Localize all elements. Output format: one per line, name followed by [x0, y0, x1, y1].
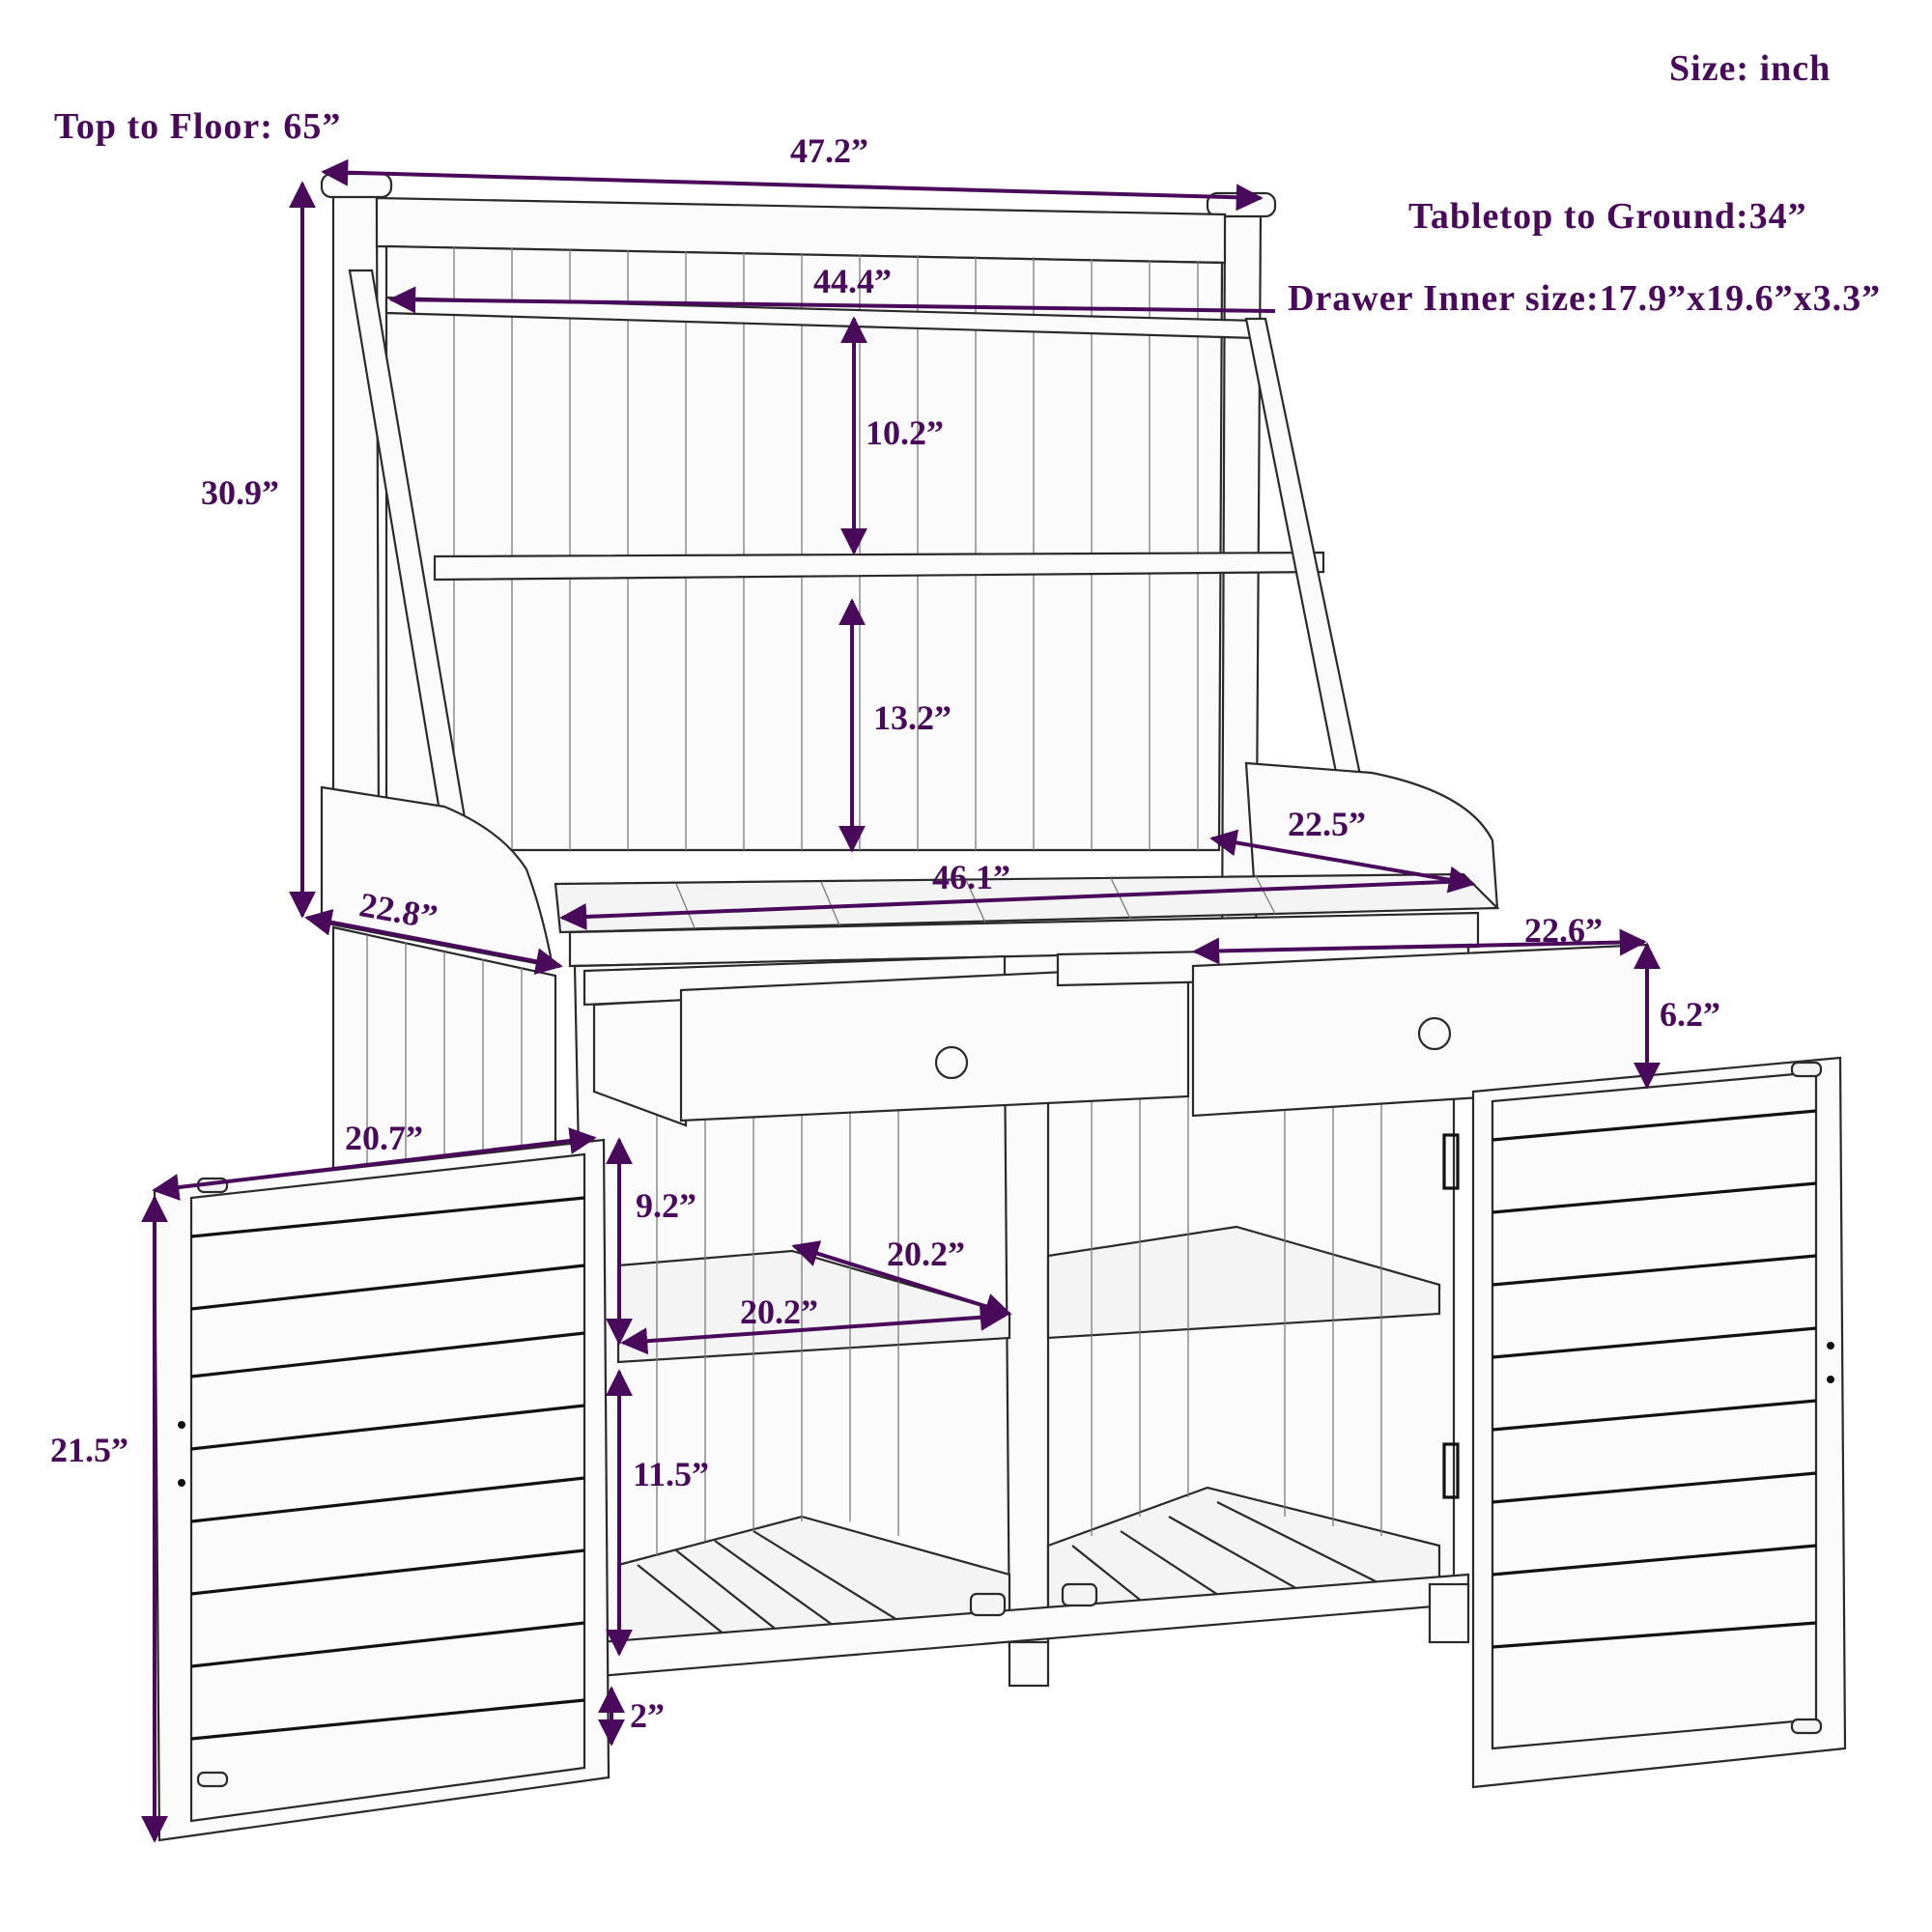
dim-leg-height: 2”	[630, 1696, 665, 1735]
tabletop-to-ground-label: Tabletop to Ground:34”	[1408, 196, 1807, 237]
arrow-door-width	[152, 1127, 597, 1201]
arrow-inner-shelf-depth	[791, 1240, 1012, 1320]
dim-door-height: 21.5”	[50, 1431, 128, 1469]
dim-upper-shelf-width: 44.4”	[813, 262, 892, 300]
dim-hutch-height: 30.9”	[201, 473, 279, 512]
arrow-inner-shelf-width	[620, 1303, 1008, 1355]
dim-inner-shelf-depth: 20.2”	[887, 1235, 965, 1273]
drawer-left[interactable]	[582, 954, 1190, 1127]
arrow-tabletop-depth	[1209, 829, 1476, 894]
left-door[interactable]	[153, 1138, 611, 1842]
dim-inner-shelf-width: 20.2”	[740, 1293, 818, 1331]
arrow-top-width	[321, 158, 1264, 212]
dim-tabletop-width: 46.1”	[932, 858, 1010, 896]
right-door[interactable]	[1471, 1056, 1847, 1789]
dim-lower-shelf-gap: 13.2”	[873, 698, 952, 737]
cabinet-body	[534, 945, 1470, 1755]
dim-top-width: 47.2”	[790, 131, 868, 170]
hutch-back-panel	[320, 172, 1374, 968]
top-to-floor-label: Top to Floor: 65”	[54, 106, 342, 147]
arrow-side-depth	[304, 908, 563, 976]
dim-cabinet-lower-height: 11.5”	[633, 1455, 710, 1493]
arrow-drawer-depth	[1192, 928, 1647, 965]
dim-drawer-depth: 22.6”	[1524, 911, 1603, 950]
dim-upper-shelf-gap: 10.2”	[866, 413, 944, 452]
drawer-inner-size-label: Drawer Inner size:17.9”x19.6”x3.3”	[1288, 278, 1882, 319]
dim-tabletop-depth: 22.5”	[1288, 805, 1366, 843]
dim-drawer-height: 6.2”	[1660, 995, 1720, 1034]
size-unit-label: Size: inch	[1669, 48, 1832, 89]
arrow-upper-shelf-width	[388, 286, 1276, 314]
dim-cabinet-upper-height: 9.2”	[636, 1186, 696, 1225]
dimension-arrows	[141, 158, 1661, 1843]
dim-door-width: 20.7”	[345, 1119, 423, 1157]
